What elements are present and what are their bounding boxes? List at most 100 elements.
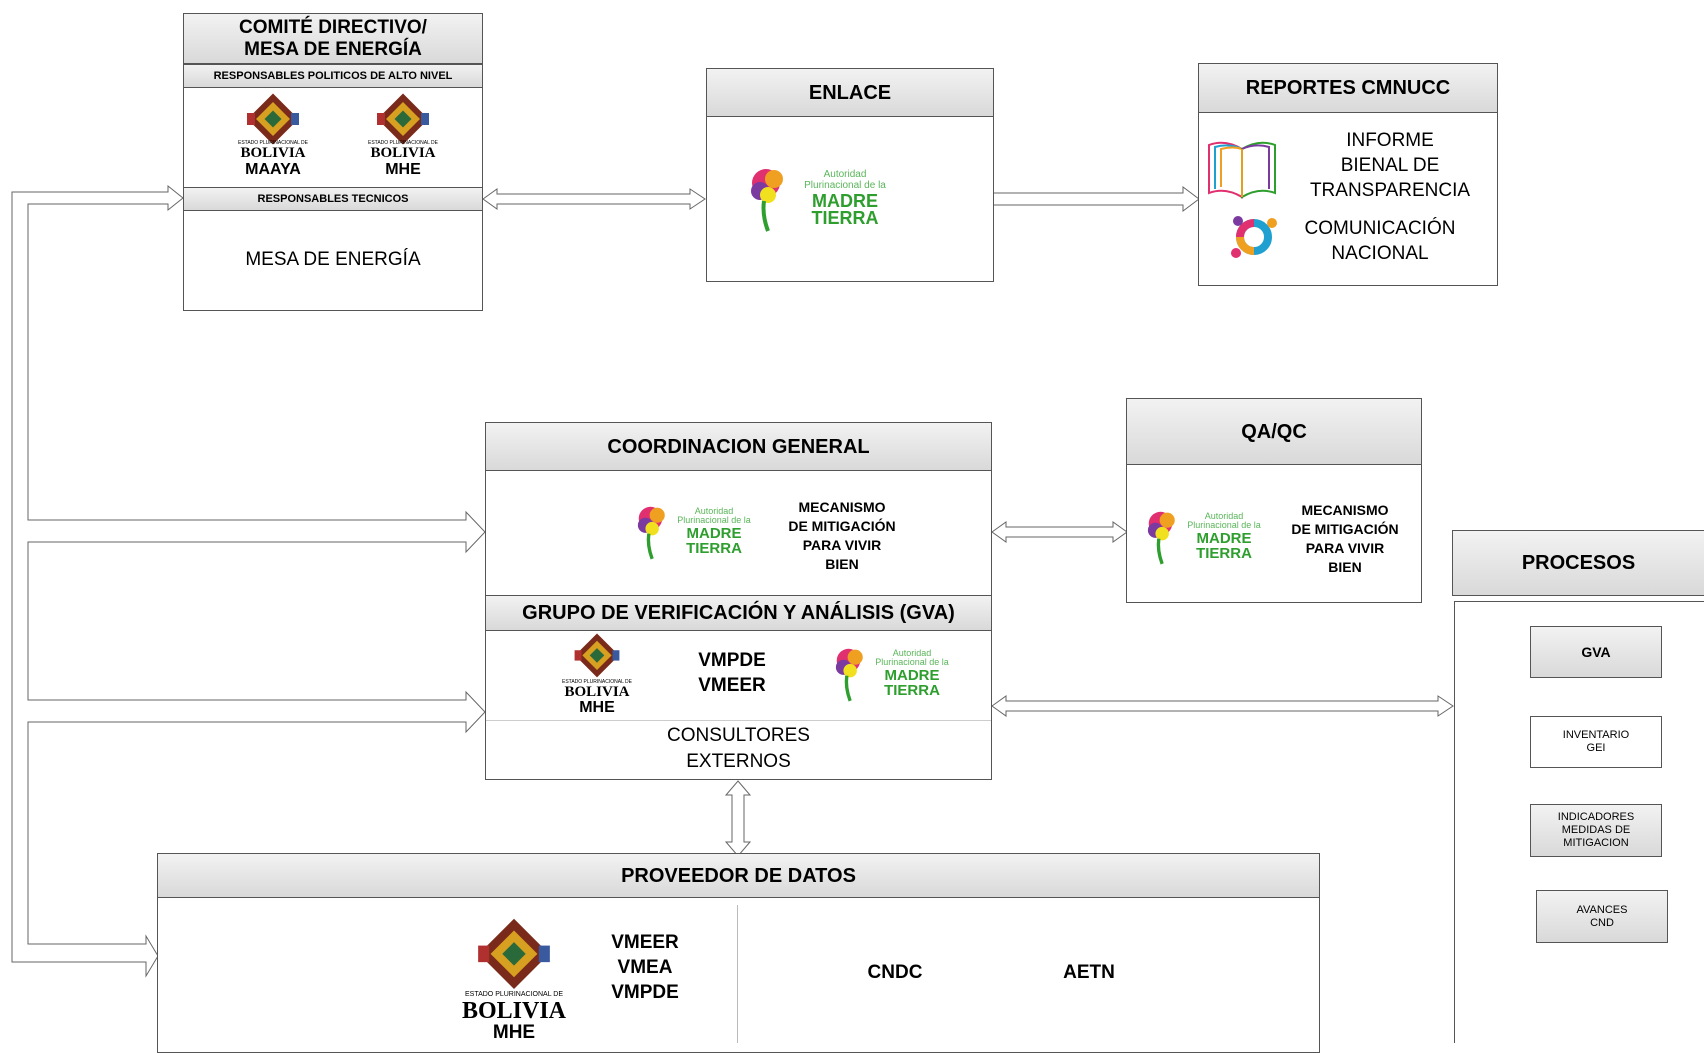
arrow-enlace-reportes bbox=[991, 186, 1200, 212]
qaqc-mech-line4: BIEN bbox=[1328, 559, 1362, 575]
bolivia-logo-maaya: ESTADO PLURINACIONAL DE BOLIVIA bbox=[233, 93, 313, 179]
madre-tierra-emblem-icon bbox=[835, 648, 863, 702]
gva-title: GRUPO DE VERIFICACIÓN Y ANÁLISIS (GVA) bbox=[485, 595, 992, 631]
bolivia-small-text: ESTADO PLURINACIONAL DE bbox=[561, 679, 632, 685]
proveedor-entity-aetn: AETN bbox=[1063, 962, 1115, 983]
madre-tierra-logo-coord: Autoridad Plurinacional de la MADRE TIER… bbox=[632, 503, 762, 561]
bolivia-small-text: ESTADO PLURINACIONAL DE bbox=[367, 140, 438, 146]
enlace-title: ENLACE bbox=[706, 68, 994, 117]
gva-divider bbox=[486, 720, 991, 721]
reportes-item1-line3: TRANSPARENCIA bbox=[1309, 180, 1471, 201]
gva-logo-caption: MHE bbox=[579, 699, 615, 716]
gva-consult-line1: CONSULTORES bbox=[667, 725, 810, 746]
madre-line3: MADRE bbox=[884, 667, 940, 684]
comite-logo-right-caption: MHE bbox=[385, 161, 421, 178]
reportes-item2-line1: COMUNICACIÓN bbox=[1304, 218, 1456, 239]
gva-vm-line2: VMEER bbox=[698, 675, 766, 696]
comite-title-line2: MESA DE ENERGÍA bbox=[244, 38, 422, 60]
process-step-gva: GVA bbox=[1530, 626, 1662, 678]
bolivia-emblem-icon bbox=[247, 93, 299, 145]
comite-logo-left-caption: MAAYA bbox=[245, 161, 301, 178]
step1-line1: INVENTARIO bbox=[1562, 729, 1630, 741]
madre-line2: Plurinacional de la bbox=[875, 657, 949, 667]
bolivia-word: BOLIVIA bbox=[370, 145, 436, 161]
madre-tierra-emblem-icon bbox=[1147, 511, 1175, 565]
bolivia-emblem-icon bbox=[574, 633, 620, 678]
arrow-comite-enlace bbox=[482, 188, 706, 210]
arrow-gva-proveedor bbox=[724, 780, 752, 857]
comite-title-line1: COMITÉ DIRECTIVO/ bbox=[239, 16, 427, 38]
procesos-title: PROCESOS bbox=[1452, 530, 1704, 596]
madre-line2: Plurinacional de la bbox=[677, 515, 751, 525]
coordinacion-title: COORDINACION GENERAL bbox=[485, 422, 992, 471]
bolivia-small-text: ESTADO PLURINACIONAL DE bbox=[464, 991, 564, 998]
madre-line4: TIERRA bbox=[884, 682, 940, 699]
qaqc-mech-line3: PARA VIVIR bbox=[1305, 540, 1385, 556]
step2-line3: MITIGACION bbox=[1563, 837, 1629, 849]
step2-line1: INDICADORES bbox=[1557, 811, 1635, 823]
arrow-gva-procesos bbox=[991, 695, 1454, 717]
coord-mech-line4: BIEN bbox=[825, 556, 859, 572]
qaqc-title: QA/QC bbox=[1126, 398, 1422, 465]
reportes-item1-line2: BIENAL DE bbox=[1340, 155, 1440, 176]
step2-line2: MEDIDAS DE bbox=[1561, 824, 1631, 836]
coord-mech-line1: MECANISMO bbox=[798, 499, 886, 515]
step1-line2: GEI bbox=[1586, 742, 1606, 754]
madre-line1: Autoridad bbox=[823, 169, 867, 180]
bolivia-small-text: ESTADO PLURINACIONAL DE bbox=[237, 140, 308, 146]
communication-ring-icon bbox=[1231, 216, 1277, 258]
madre-tierra-emblem-icon bbox=[637, 506, 665, 560]
comite-sub-tecnicos: RESPONSABLES TECNICOS bbox=[183, 187, 483, 211]
madre-tierra-emblem-icon bbox=[751, 169, 783, 232]
reportes-item2-line2: NACIONAL bbox=[1331, 243, 1429, 264]
proveedor-logo-caption: MHE bbox=[492, 1022, 536, 1043]
open-book-icon bbox=[1208, 141, 1276, 199]
proveedor-title: PROVEEDOR DE DATOS bbox=[157, 853, 1320, 898]
madre-tierra-logo-qaqc: Autoridad Plurinacional de la MADRE TIER… bbox=[1142, 508, 1272, 566]
comite-sub-politicos: RESPONSABLES POLITICOS DE ALTO NIVEL bbox=[183, 64, 483, 88]
proveedor-divider bbox=[737, 905, 738, 1043]
madre-line3: MADRE bbox=[812, 191, 878, 211]
bolivia-logo-mhe-proveedor: ESTADO PLURINACIONAL DE BOLIVIA bbox=[449, 918, 579, 1028]
bolivia-logo-mhe-comite: ESTADO PLURINACIONAL DE BOLIVIA bbox=[363, 93, 443, 179]
arrow-coord-qaqc bbox=[991, 521, 1128, 543]
gva-vm-line1: VMPDE bbox=[698, 650, 766, 671]
bolivia-emblem-icon bbox=[478, 918, 550, 989]
proveedor-vm-line2: VMEA bbox=[617, 957, 673, 978]
bolivia-word: BOLIVIA bbox=[564, 684, 630, 700]
qaqc-mech-line1: MECANISMO bbox=[1301, 502, 1389, 518]
proveedor-vm-line3: VMPDE bbox=[611, 982, 679, 1003]
coord-mech-line2: DE MITIGACIÓN bbox=[788, 518, 896, 534]
bolivia-word: BOLIVIA bbox=[461, 998, 567, 1024]
reportes-title: REPORTES CMNUCC bbox=[1198, 63, 1498, 113]
proveedor-vm-line1: VMEER bbox=[611, 932, 679, 953]
madre-line1: Autoridad bbox=[1204, 511, 1244, 521]
madre-line2: Plurinacional de la bbox=[1187, 520, 1261, 530]
bolivia-logo-mhe-gva: ESTADO PLURINACIONAL DE BOLIVIA bbox=[557, 633, 637, 713]
step3-line1: AVANCES bbox=[1576, 903, 1628, 916]
reportes-item1-line1: INFORME bbox=[1346, 130, 1434, 151]
madre-tierra-logo-enlace: Autoridad Plurinacional de la MADRE TIER… bbox=[744, 165, 904, 233]
comite-title: COMITÉ DIRECTIVO/ MESA DE ENERGÍA bbox=[183, 13, 483, 64]
madre-line3: MADRE bbox=[1196, 530, 1252, 547]
madre-line1: Autoridad bbox=[694, 506, 734, 516]
process-step-inventario: INVENTARIO GEI bbox=[1530, 716, 1662, 768]
madre-line4: TIERRA bbox=[686, 540, 742, 557]
process-step-indicadores: INDICADORES MEDIDAS DE MITIGACION bbox=[1530, 804, 1662, 857]
madre-line4: TIERRA bbox=[1196, 545, 1252, 562]
madre-line1: Autoridad bbox=[892, 648, 932, 658]
left-bus-arrow bbox=[11, 184, 486, 978]
proveedor-entity-cndc: CNDC bbox=[867, 962, 923, 983]
madre-line3: MADRE bbox=[686, 525, 742, 542]
comite-mesa-label: MESA DE ENERGÍA bbox=[245, 249, 421, 270]
madre-tierra-logo-gva: Autoridad Plurinacional de la MADRE TIER… bbox=[830, 645, 960, 703]
gva-consult-line2: EXTERNOS bbox=[686, 751, 791, 772]
madre-line4: TIERRA bbox=[811, 208, 879, 228]
qaqc-mech-line2: DE MITIGACIÓN bbox=[1291, 521, 1399, 537]
process-step-avances: AVANCES CND bbox=[1536, 890, 1668, 943]
bolivia-emblem-icon bbox=[377, 93, 429, 145]
madre-line2: Plurinacional de la bbox=[804, 180, 886, 191]
coord-mech-line3: PARA VIVIR bbox=[802, 537, 882, 553]
bolivia-word: BOLIVIA bbox=[240, 145, 306, 161]
